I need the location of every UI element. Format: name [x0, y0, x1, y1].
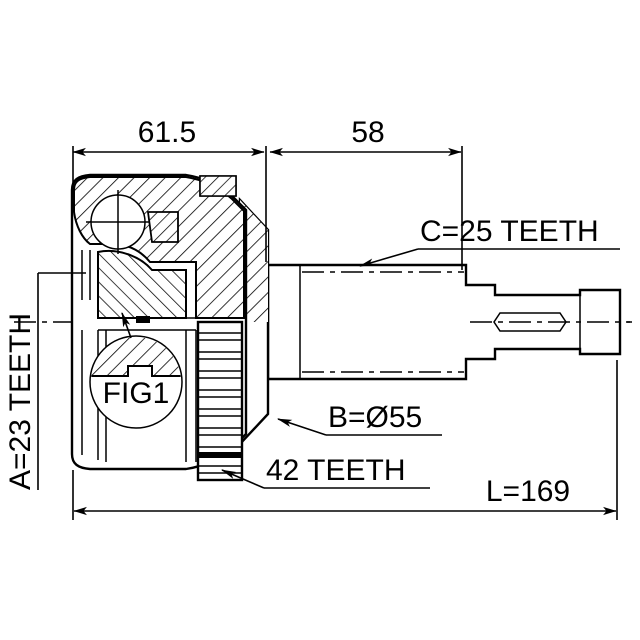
housing-left-lip: [71, 175, 91, 191]
dimension-label-58: 58: [351, 116, 384, 149]
note-leader-b-diameter: [276, 418, 327, 436]
boot-clamp-groove-hatch: [199, 175, 237, 197]
note-label-a-teeth: A=23 TEETH: [4, 313, 37, 490]
tone-ring-teeth-group: [199, 332, 241, 474]
fig1-detail-callout: FIG1: [89, 312, 183, 429]
note-a-teeth-group: A=23 TEETH: [4, 272, 86, 490]
note-label-b-diameter: B=Ø55: [328, 401, 422, 434]
tone-ring-tooth-solid: [199, 452, 241, 458]
dimension-label-61-5: 61.5: [138, 116, 196, 149]
fig1-detail-content: [91, 337, 181, 377]
dimension-label-overall: L=169: [486, 475, 570, 508]
note-42-teeth-group: 42 TEETH: [221, 454, 430, 489]
fig1-label: FIG1: [103, 377, 170, 410]
note-b-diameter-group: B=Ø55: [276, 401, 442, 436]
fig1-groove-profile: [91, 337, 181, 377]
fig1-leader-line: [121, 312, 132, 339]
shaft-assembly: [266, 263, 630, 381]
snap-ring-groove-mark: [136, 316, 150, 323]
note-label-c-teeth: C=25 TEETH: [420, 215, 599, 248]
overall-length-dimension-group: L=169: [72, 360, 618, 520]
note-leader-42-teeth: [221, 469, 265, 489]
inner-race-section: [97, 250, 187, 319]
cage-wedge-hatch: [146, 211, 179, 243]
abs-tone-ring: [196, 320, 244, 482]
top-dimension-group: 61.5 58: [72, 116, 463, 270]
note-label-42-teeth: 42 TEETH: [266, 454, 406, 487]
note-c-teeth-group: C=25 TEETH: [358, 215, 620, 267]
note-leader-c-teeth: [358, 248, 419, 267]
